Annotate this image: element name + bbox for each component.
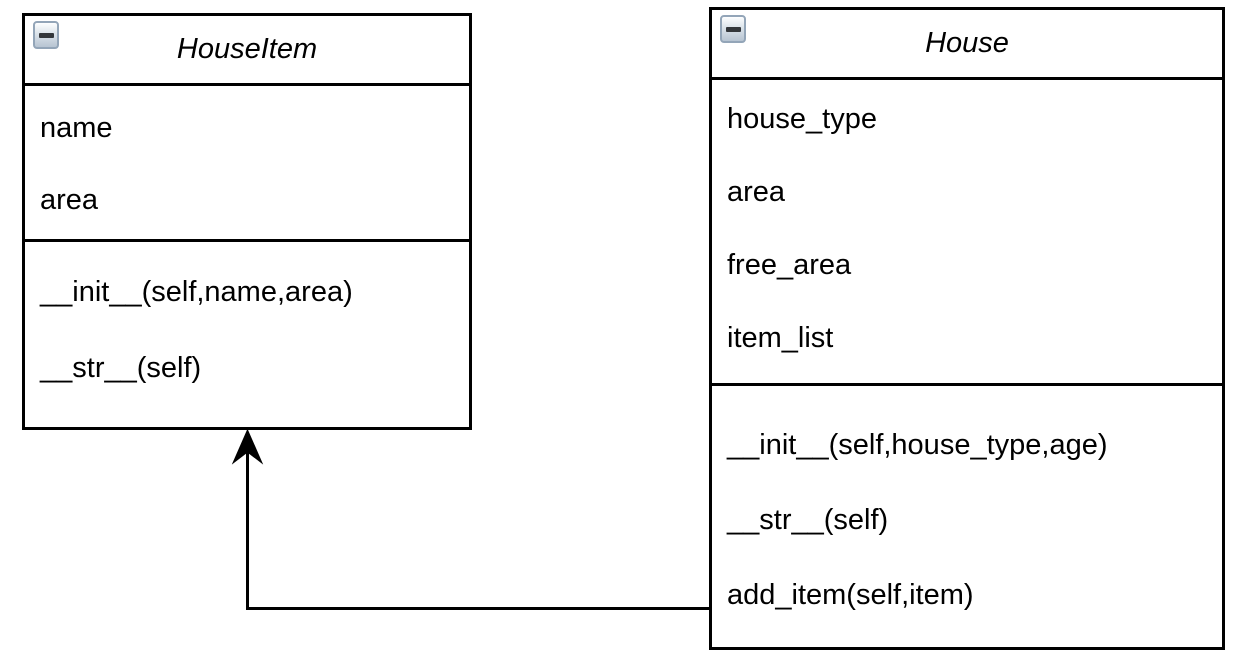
collapse-button[interactable]: [33, 21, 59, 49]
attributes-compartment: name area: [25, 86, 469, 242]
attribute-row: item_list: [727, 322, 834, 354]
method-row: add_item(self,item): [727, 579, 974, 611]
class-name: House: [925, 27, 1009, 59]
class-box-houseitem[interactable]: HouseItem name area __init__(self,name,a…: [22, 13, 472, 430]
attribute-row: house_type: [727, 103, 877, 135]
method-row: __init__(self,name,area): [40, 275, 353, 308]
minus-icon: [38, 32, 54, 38]
collapse-button[interactable]: [720, 15, 746, 43]
methods-compartment: __init__(self,house_type,age) __str__(se…: [712, 386, 1222, 633]
class-header: House: [712, 10, 1222, 80]
method-row: __str__(self): [40, 351, 202, 384]
attribute-row: area: [40, 183, 99, 216]
attribute-row: name: [40, 111, 113, 144]
attribute-row: free_area: [727, 249, 852, 281]
arrowhead-icon: [231, 428, 264, 465]
minus-icon: [725, 26, 741, 32]
method-row: __str__(self): [727, 504, 889, 536]
method-row: __init__(self,house_type,age): [727, 429, 1108, 461]
class-name: HouseItem: [176, 33, 318, 65]
attributes-compartment: house_type area free_area item_list: [712, 80, 1222, 386]
methods-compartment: __init__(self,name,area) __str__(self): [25, 242, 469, 406]
association-line: [246, 448, 709, 610]
class-box-house[interactable]: House house_type area free_area item_lis…: [709, 7, 1225, 650]
class-header: HouseItem: [25, 16, 469, 86]
attribute-row: area: [727, 176, 786, 208]
